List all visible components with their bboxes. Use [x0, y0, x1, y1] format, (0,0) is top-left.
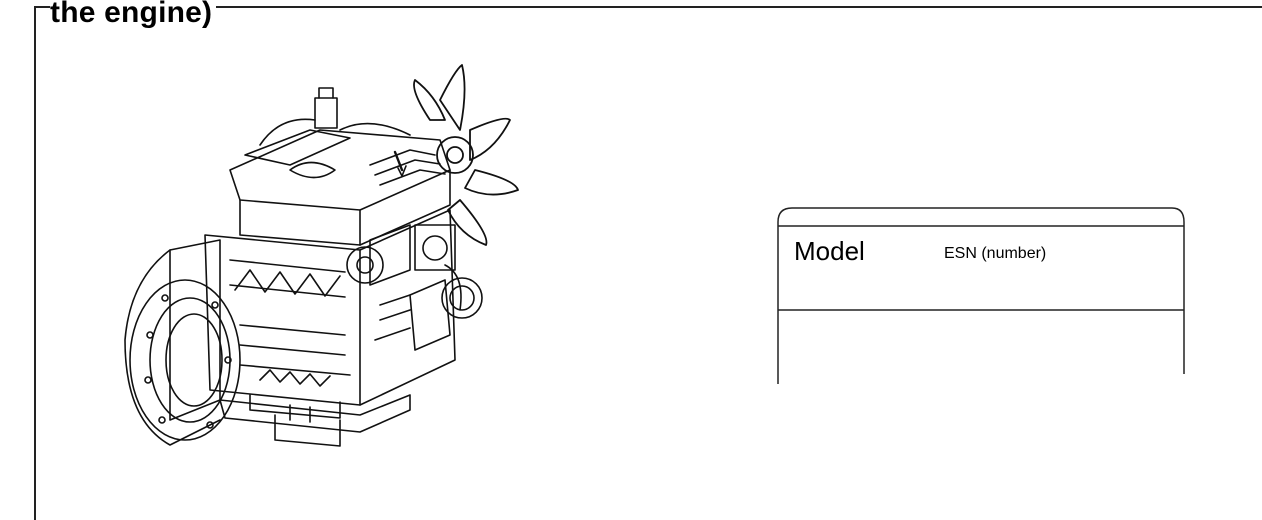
flywheel-housing: [124, 239, 241, 446]
engine-illustration: [124, 64, 519, 447]
fan-blades: [413, 64, 519, 246]
nameplate-outline: [777, 207, 1185, 384]
side-accessories: [346, 224, 483, 351]
engine-nameplate: Model ESN (number): [776, 206, 1186, 386]
esn-label: ESN (number): [944, 245, 1047, 262]
model-label: Model: [794, 236, 865, 266]
section-heading: the engine): [50, 0, 217, 32]
engine-block: [204, 209, 456, 423]
page-border-frame: [34, 6, 1262, 520]
oil-pan: [219, 394, 411, 447]
cylinder-head: [229, 87, 451, 246]
